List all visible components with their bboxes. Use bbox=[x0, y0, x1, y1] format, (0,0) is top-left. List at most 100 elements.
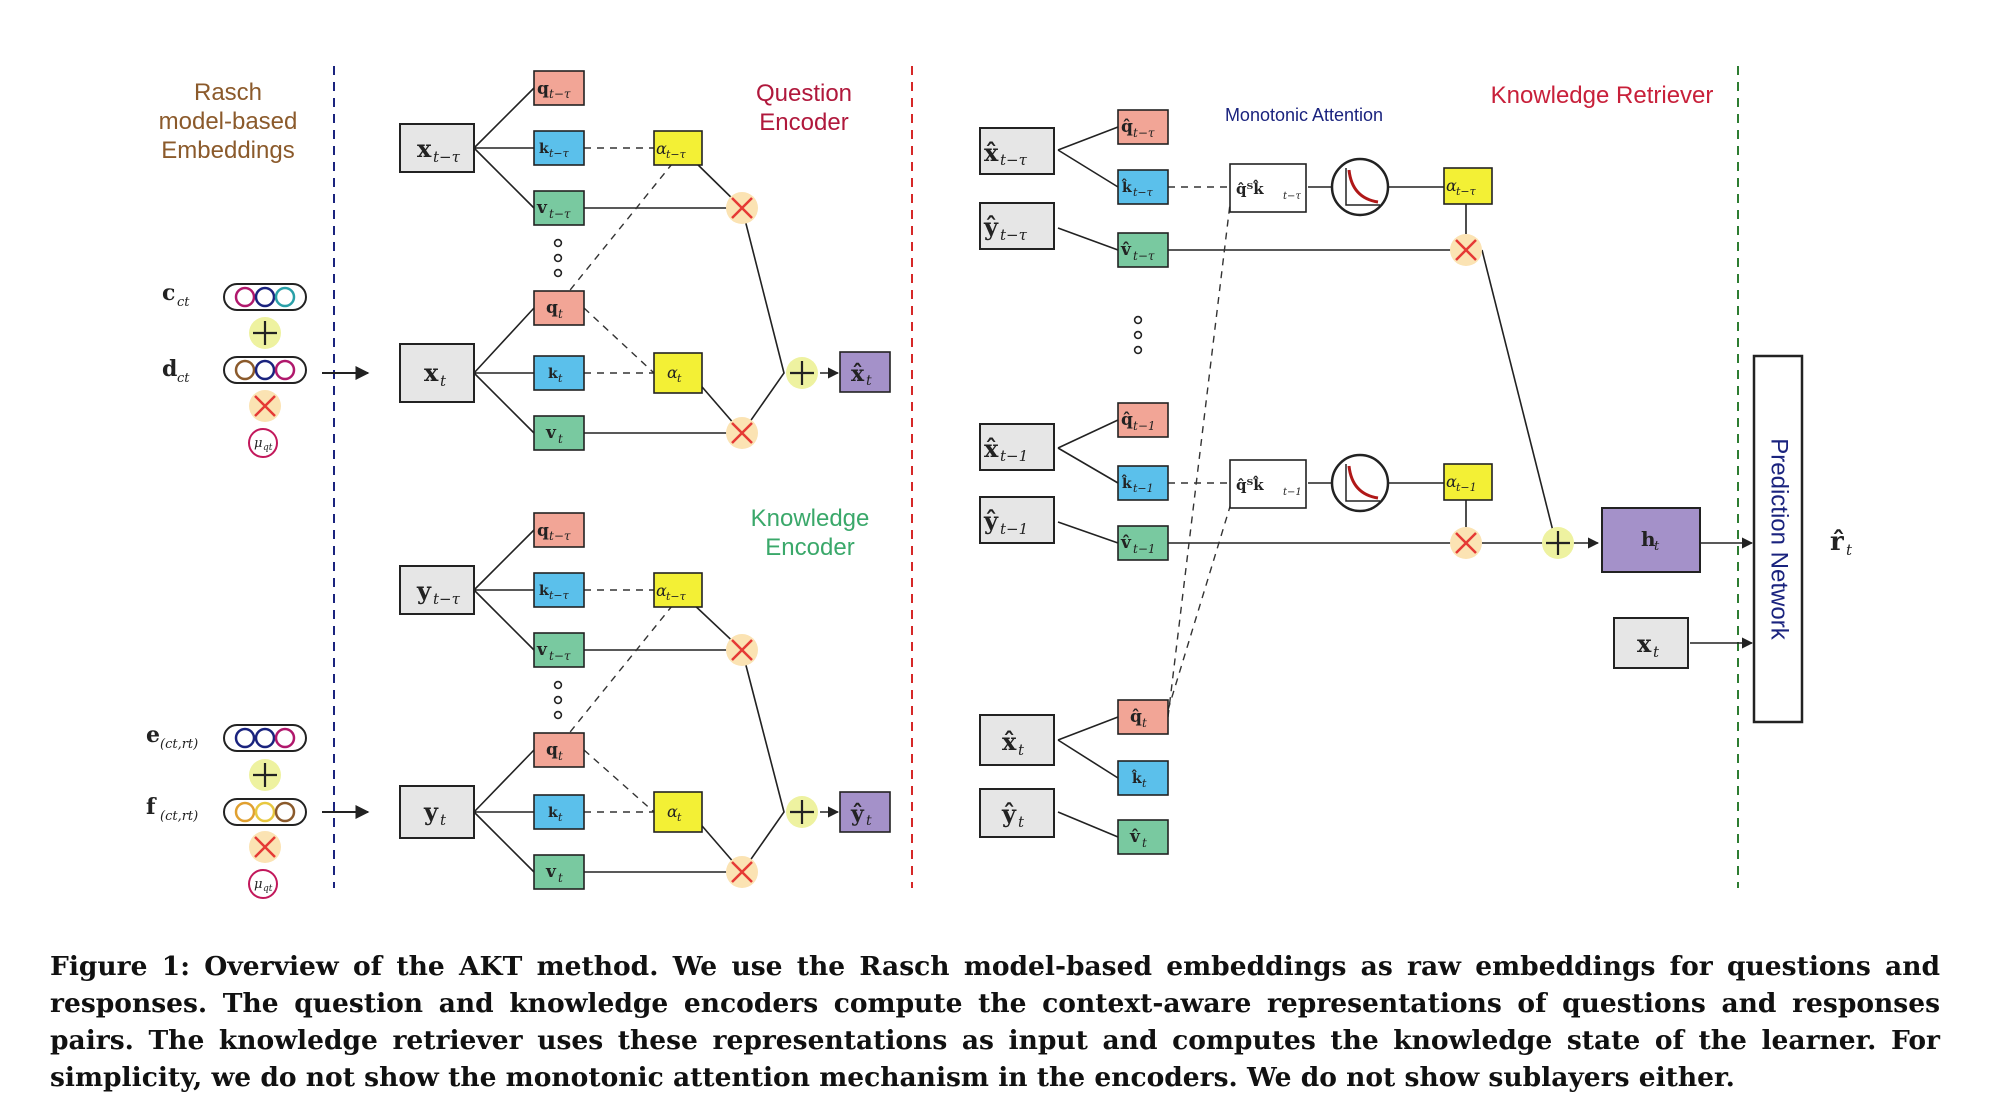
svg-text:x̂: x̂ bbox=[984, 434, 999, 463]
svg-text:t−1: t−1 bbox=[1000, 447, 1028, 465]
svg-text:t−τ: t−τ bbox=[1133, 186, 1154, 199]
retriever-y-cur: ŷ t bbox=[979, 788, 1055, 838]
retriever-q-m1: q̂ t−1 bbox=[1117, 402, 1169, 438]
svg-text:α: α bbox=[656, 581, 667, 600]
svg-text:t: t bbox=[558, 307, 563, 321]
svg-text:q: q bbox=[546, 740, 558, 760]
svg-text:x̂: x̂ bbox=[984, 138, 999, 167]
svg-text:t−1: t−1 bbox=[1133, 482, 1154, 495]
svg-text:k̂: k̂ bbox=[1121, 473, 1132, 492]
qenc-input-x-cur: x t bbox=[399, 343, 475, 403]
prediction-output-r: r̂ t bbox=[1830, 527, 1853, 559]
svg-text:x̂: x̂ bbox=[851, 361, 865, 387]
svg-text:t−τ: t−τ bbox=[666, 590, 687, 603]
svg-text:t: t bbox=[1654, 539, 1660, 554]
knowledge-retriever-title: Knowledge Retriever bbox=[1491, 82, 1714, 109]
e-subscript: (ct,rt) bbox=[160, 737, 198, 752]
retriever-x-m1: x̂ t−1 bbox=[979, 423, 1055, 471]
qenc-multiply-cur-icon bbox=[726, 417, 758, 449]
qenc-alpha-cur: α t bbox=[653, 352, 703, 394]
retriever-v-cur: v̂ t bbox=[1117, 819, 1169, 855]
svg-text:Embeddings: Embeddings bbox=[161, 137, 294, 164]
svg-text:r̂: r̂ bbox=[1830, 527, 1844, 557]
svg-text:t−τ: t−τ bbox=[1000, 226, 1028, 244]
svg-text:t−1: t−1 bbox=[1133, 419, 1156, 433]
svg-text:t: t bbox=[558, 749, 563, 763]
retriever-y-m1: ŷ t−1 bbox=[979, 496, 1055, 544]
kenc-ellipsis-icon bbox=[553, 680, 563, 720]
retriever-ellipsis-icon bbox=[1133, 315, 1143, 355]
svg-text:x: x bbox=[424, 358, 439, 387]
knowledge-encoder-title: Knowledge Encoder bbox=[751, 505, 870, 561]
retriever-k-cur: k̂ t bbox=[1117, 760, 1169, 796]
svg-text:t−1: t−1 bbox=[1283, 487, 1302, 498]
svg-text:t: t bbox=[1653, 643, 1660, 661]
svg-text:t: t bbox=[677, 372, 682, 385]
svg-text:t: t bbox=[1142, 716, 1147, 730]
svg-text:Encoder: Encoder bbox=[759, 109, 848, 136]
retriever-v-m1: v̂ t−1 bbox=[1117, 525, 1169, 561]
c-label: c bbox=[162, 280, 175, 306]
monotonic-attention-title: Monotonic Attention bbox=[1225, 105, 1383, 125]
kenc-alpha-prev: α t−τ bbox=[653, 572, 703, 608]
svg-text:q: q bbox=[537, 79, 549, 99]
svg-text:q̂: q̂ bbox=[1121, 410, 1133, 430]
svg-text:t: t bbox=[558, 871, 563, 885]
svg-text:t: t bbox=[1846, 541, 1853, 559]
qenc-output-xhat: x̂ t bbox=[839, 351, 891, 393]
svg-text:t: t bbox=[1142, 836, 1147, 850]
svg-text:k: k bbox=[539, 141, 549, 157]
svg-text:y: y bbox=[423, 797, 439, 826]
retriever-k-prev: k̂ t−τ bbox=[1117, 169, 1169, 205]
kenc-k-prev: k t−τ bbox=[533, 572, 585, 608]
qenc-multiply-prev-icon bbox=[726, 192, 758, 224]
svg-text:t−τ: t−τ bbox=[1000, 151, 1028, 169]
svg-text:model-based: model-based bbox=[159, 108, 298, 135]
svg-text:t: t bbox=[440, 372, 447, 390]
svg-text:Rasch: Rasch bbox=[194, 79, 262, 106]
rasch-embeddings-title: Rasch model-based Embeddings bbox=[159, 79, 298, 164]
f-subscript: (ct,rt) bbox=[160, 809, 198, 824]
d-subscript: ct bbox=[177, 371, 190, 386]
svg-text:ŷ: ŷ bbox=[850, 801, 865, 827]
svg-text:t: t bbox=[1018, 813, 1025, 831]
kenc-q-cur: q t bbox=[533, 732, 585, 768]
qenc-v-prev: v t−τ bbox=[533, 190, 585, 226]
svg-text:ŷ: ŷ bbox=[983, 212, 999, 241]
qenc-k-cur: k t bbox=[533, 355, 585, 391]
svg-text:t−τ: t−τ bbox=[549, 649, 571, 663]
svg-text:t: t bbox=[558, 372, 563, 385]
svg-text:k: k bbox=[539, 583, 549, 599]
svg-text:q̂: q̂ bbox=[1121, 117, 1133, 137]
kenc-alpha-cur: α t bbox=[653, 791, 703, 833]
kenc-plus-icon bbox=[786, 796, 818, 828]
rasch-embedding-question: c ct d ct μ qt bbox=[162, 280, 370, 458]
retriever-q-cur: q̂ t bbox=[1117, 699, 1169, 735]
akt-architecture-diagram: Rasch model-based Embeddings Question En… bbox=[146, 66, 1853, 899]
retriever-multiply-m1-icon bbox=[1450, 527, 1482, 559]
qenc-alpha-prev: α t−τ bbox=[653, 130, 703, 166]
retriever-k-m1: k̂ t−1 bbox=[1117, 465, 1169, 501]
prediction-input-x: x t bbox=[1613, 617, 1689, 669]
kenc-multiply-cur-icon bbox=[726, 856, 758, 888]
svg-text:qt: qt bbox=[263, 443, 273, 453]
svg-text:α: α bbox=[1446, 472, 1457, 491]
retriever-x-cur: x̂ t bbox=[979, 714, 1055, 766]
svg-text:t: t bbox=[866, 373, 872, 389]
svg-text:t−τ: t−τ bbox=[549, 589, 570, 602]
kenc-k-cur: k t bbox=[533, 794, 585, 830]
kenc-input-y-prev: y t−τ bbox=[399, 565, 475, 615]
svg-text:q̂: q̂ bbox=[1130, 707, 1142, 727]
svg-text:t−τ: t−τ bbox=[1456, 185, 1477, 198]
question-encoder-title: Question Encoder bbox=[756, 80, 852, 136]
svg-text:y: y bbox=[416, 576, 432, 605]
svg-text:t−τ: t−τ bbox=[1283, 191, 1301, 202]
svg-text:t−τ: t−τ bbox=[433, 590, 461, 608]
svg-text:μ: μ bbox=[254, 877, 262, 892]
svg-text:t: t bbox=[558, 811, 563, 824]
qenc-q-prev: q t−τ bbox=[533, 70, 585, 106]
svg-text:t−τ: t−τ bbox=[1133, 249, 1155, 263]
e-label: e bbox=[146, 722, 160, 748]
svg-text:t−1: t−1 bbox=[1000, 520, 1028, 538]
kenc-input-y-cur: y t bbox=[399, 785, 475, 839]
